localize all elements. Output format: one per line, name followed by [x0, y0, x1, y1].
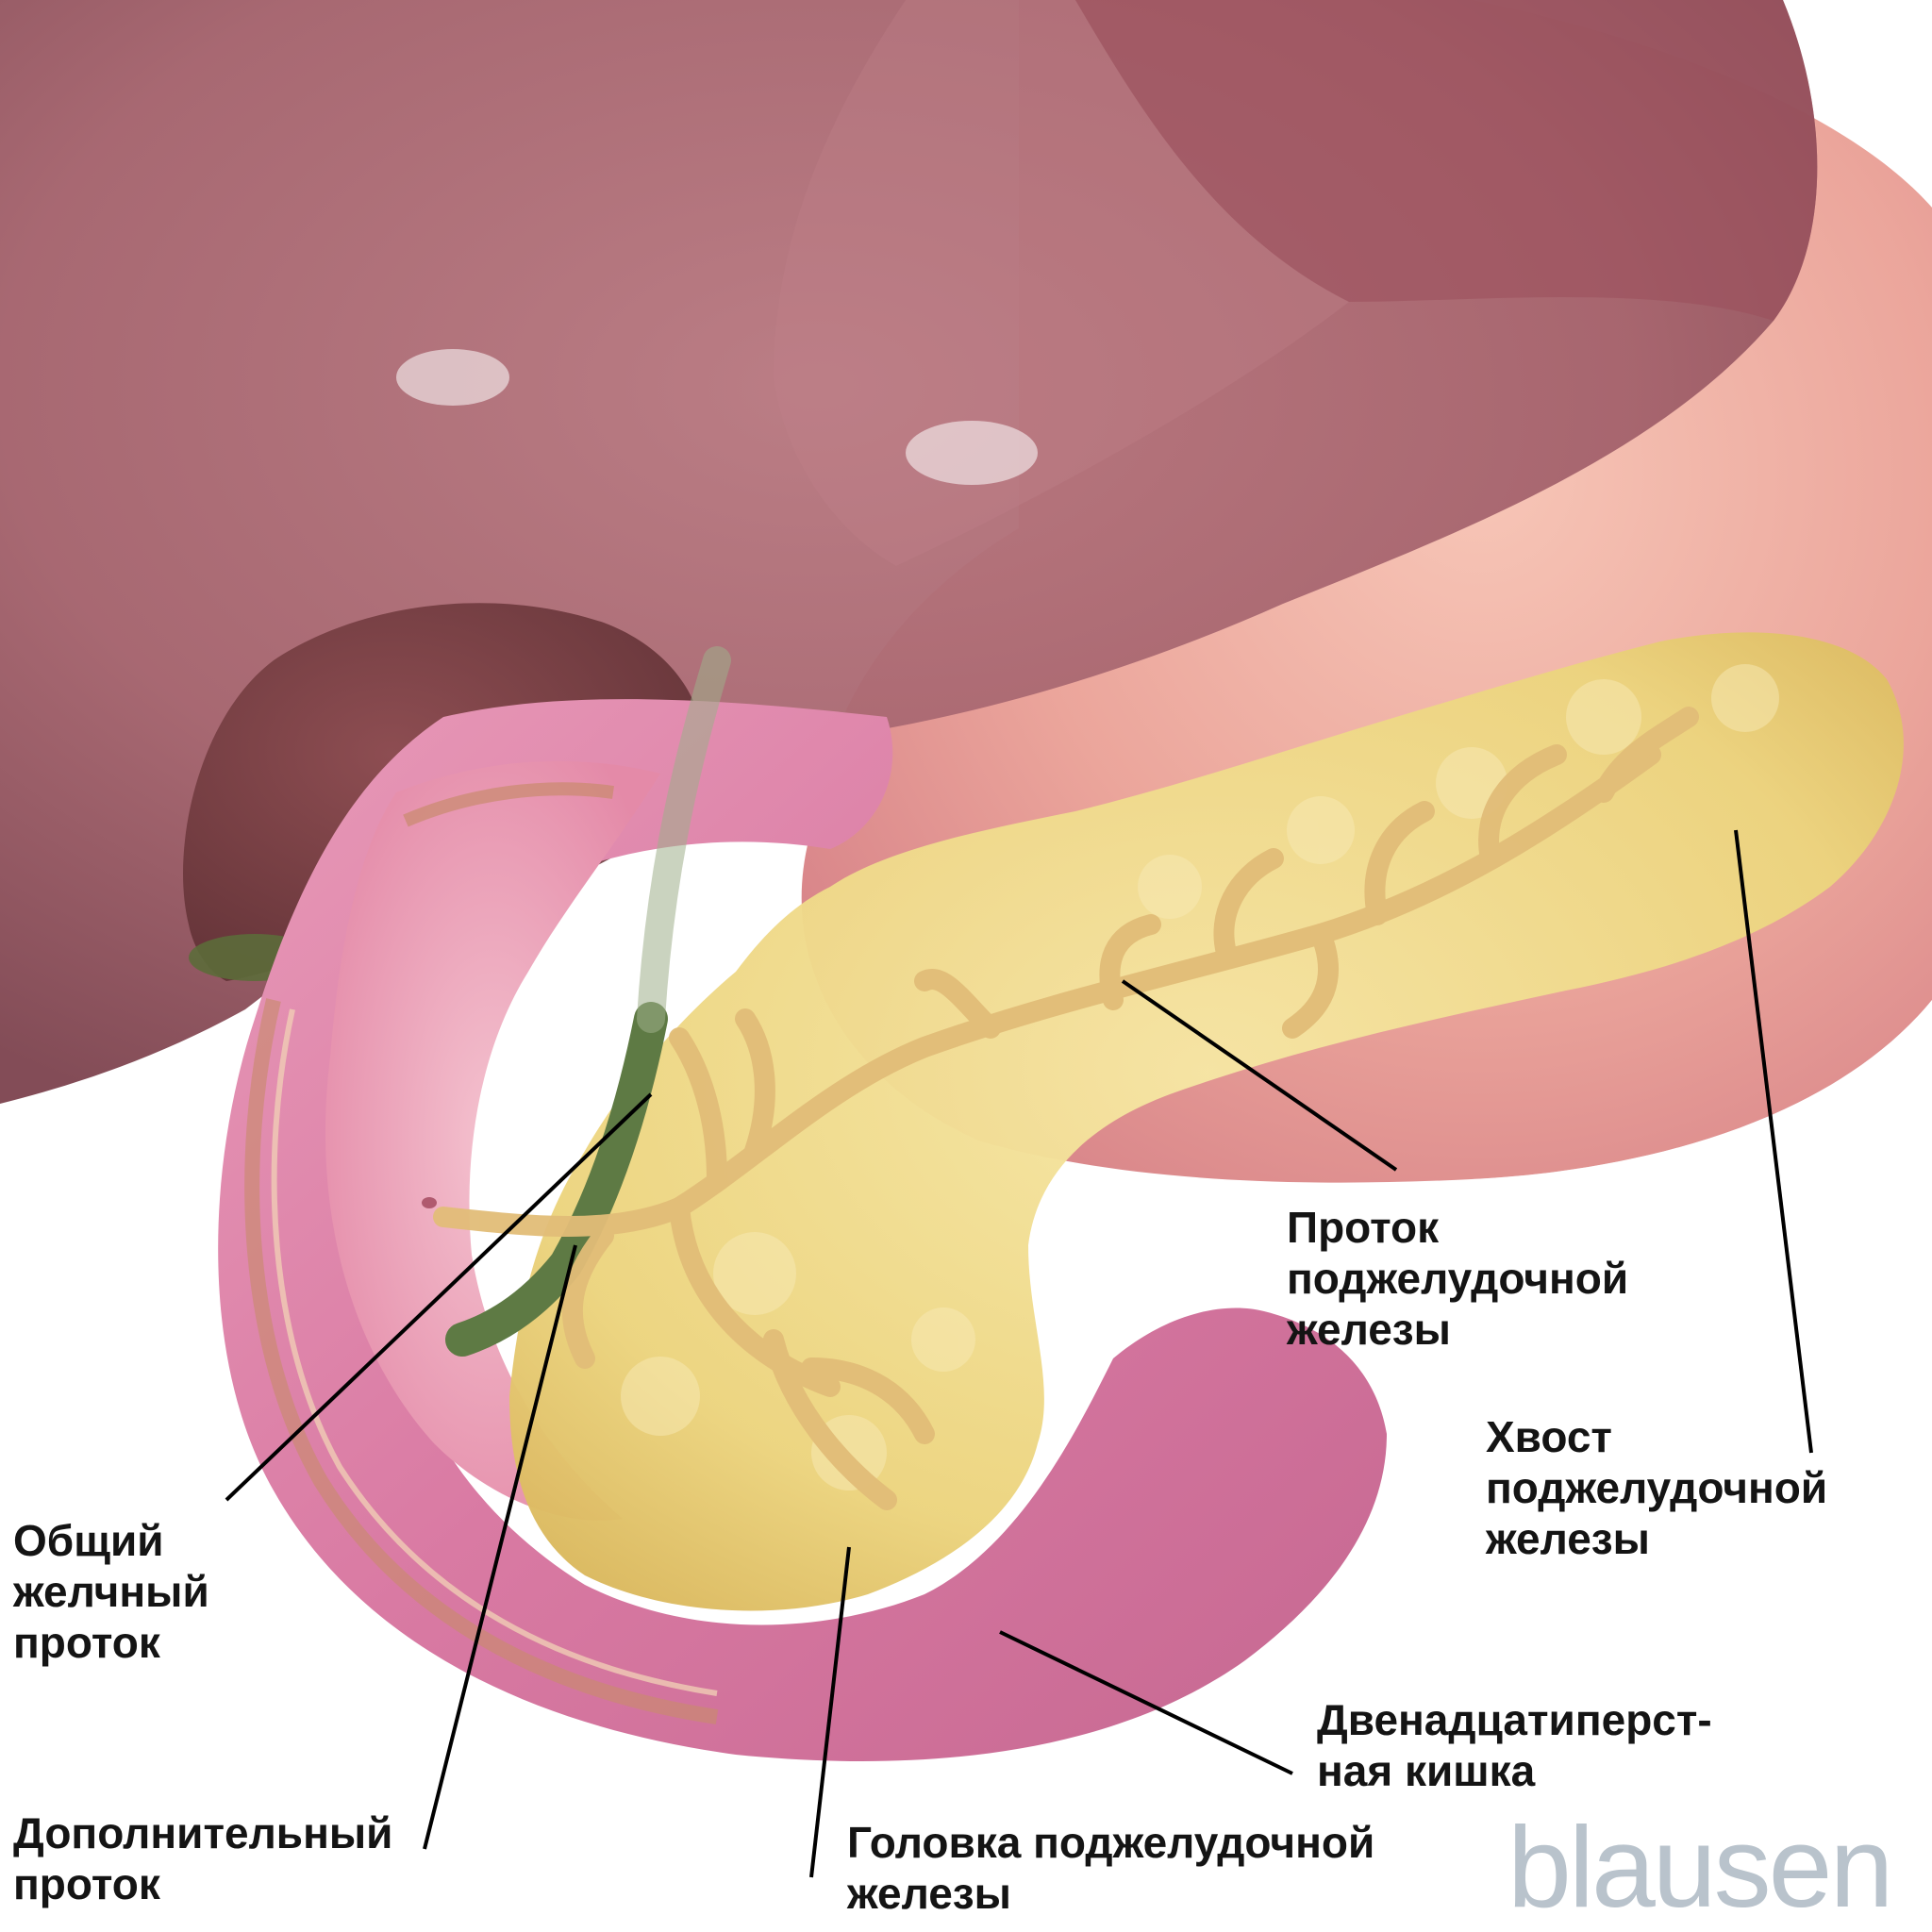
label-accessory-duct: Дополнительный проток — [13, 1808, 393, 1908]
leader-lines — [225, 829, 1813, 1878]
label-common-bile-duct: Общий желчный проток — [13, 1516, 209, 1667]
pancreatic-duct — [433, 707, 1699, 1510]
duodenum — [218, 699, 1388, 1761]
label-duodenum: Двенадцатиперст- ная кишка — [1317, 1695, 1712, 1795]
label-pancreatic-duct: Проток поджелудочной железы — [1287, 1203, 1629, 1354]
label-pancreas-tail: Хвост поджелудочной железы — [1486, 1412, 1828, 1563]
label-pancreas-head: Головка поджелудочной железы — [847, 1818, 1375, 1918]
blausen-logo: blausen — [1507, 1803, 1893, 1931]
